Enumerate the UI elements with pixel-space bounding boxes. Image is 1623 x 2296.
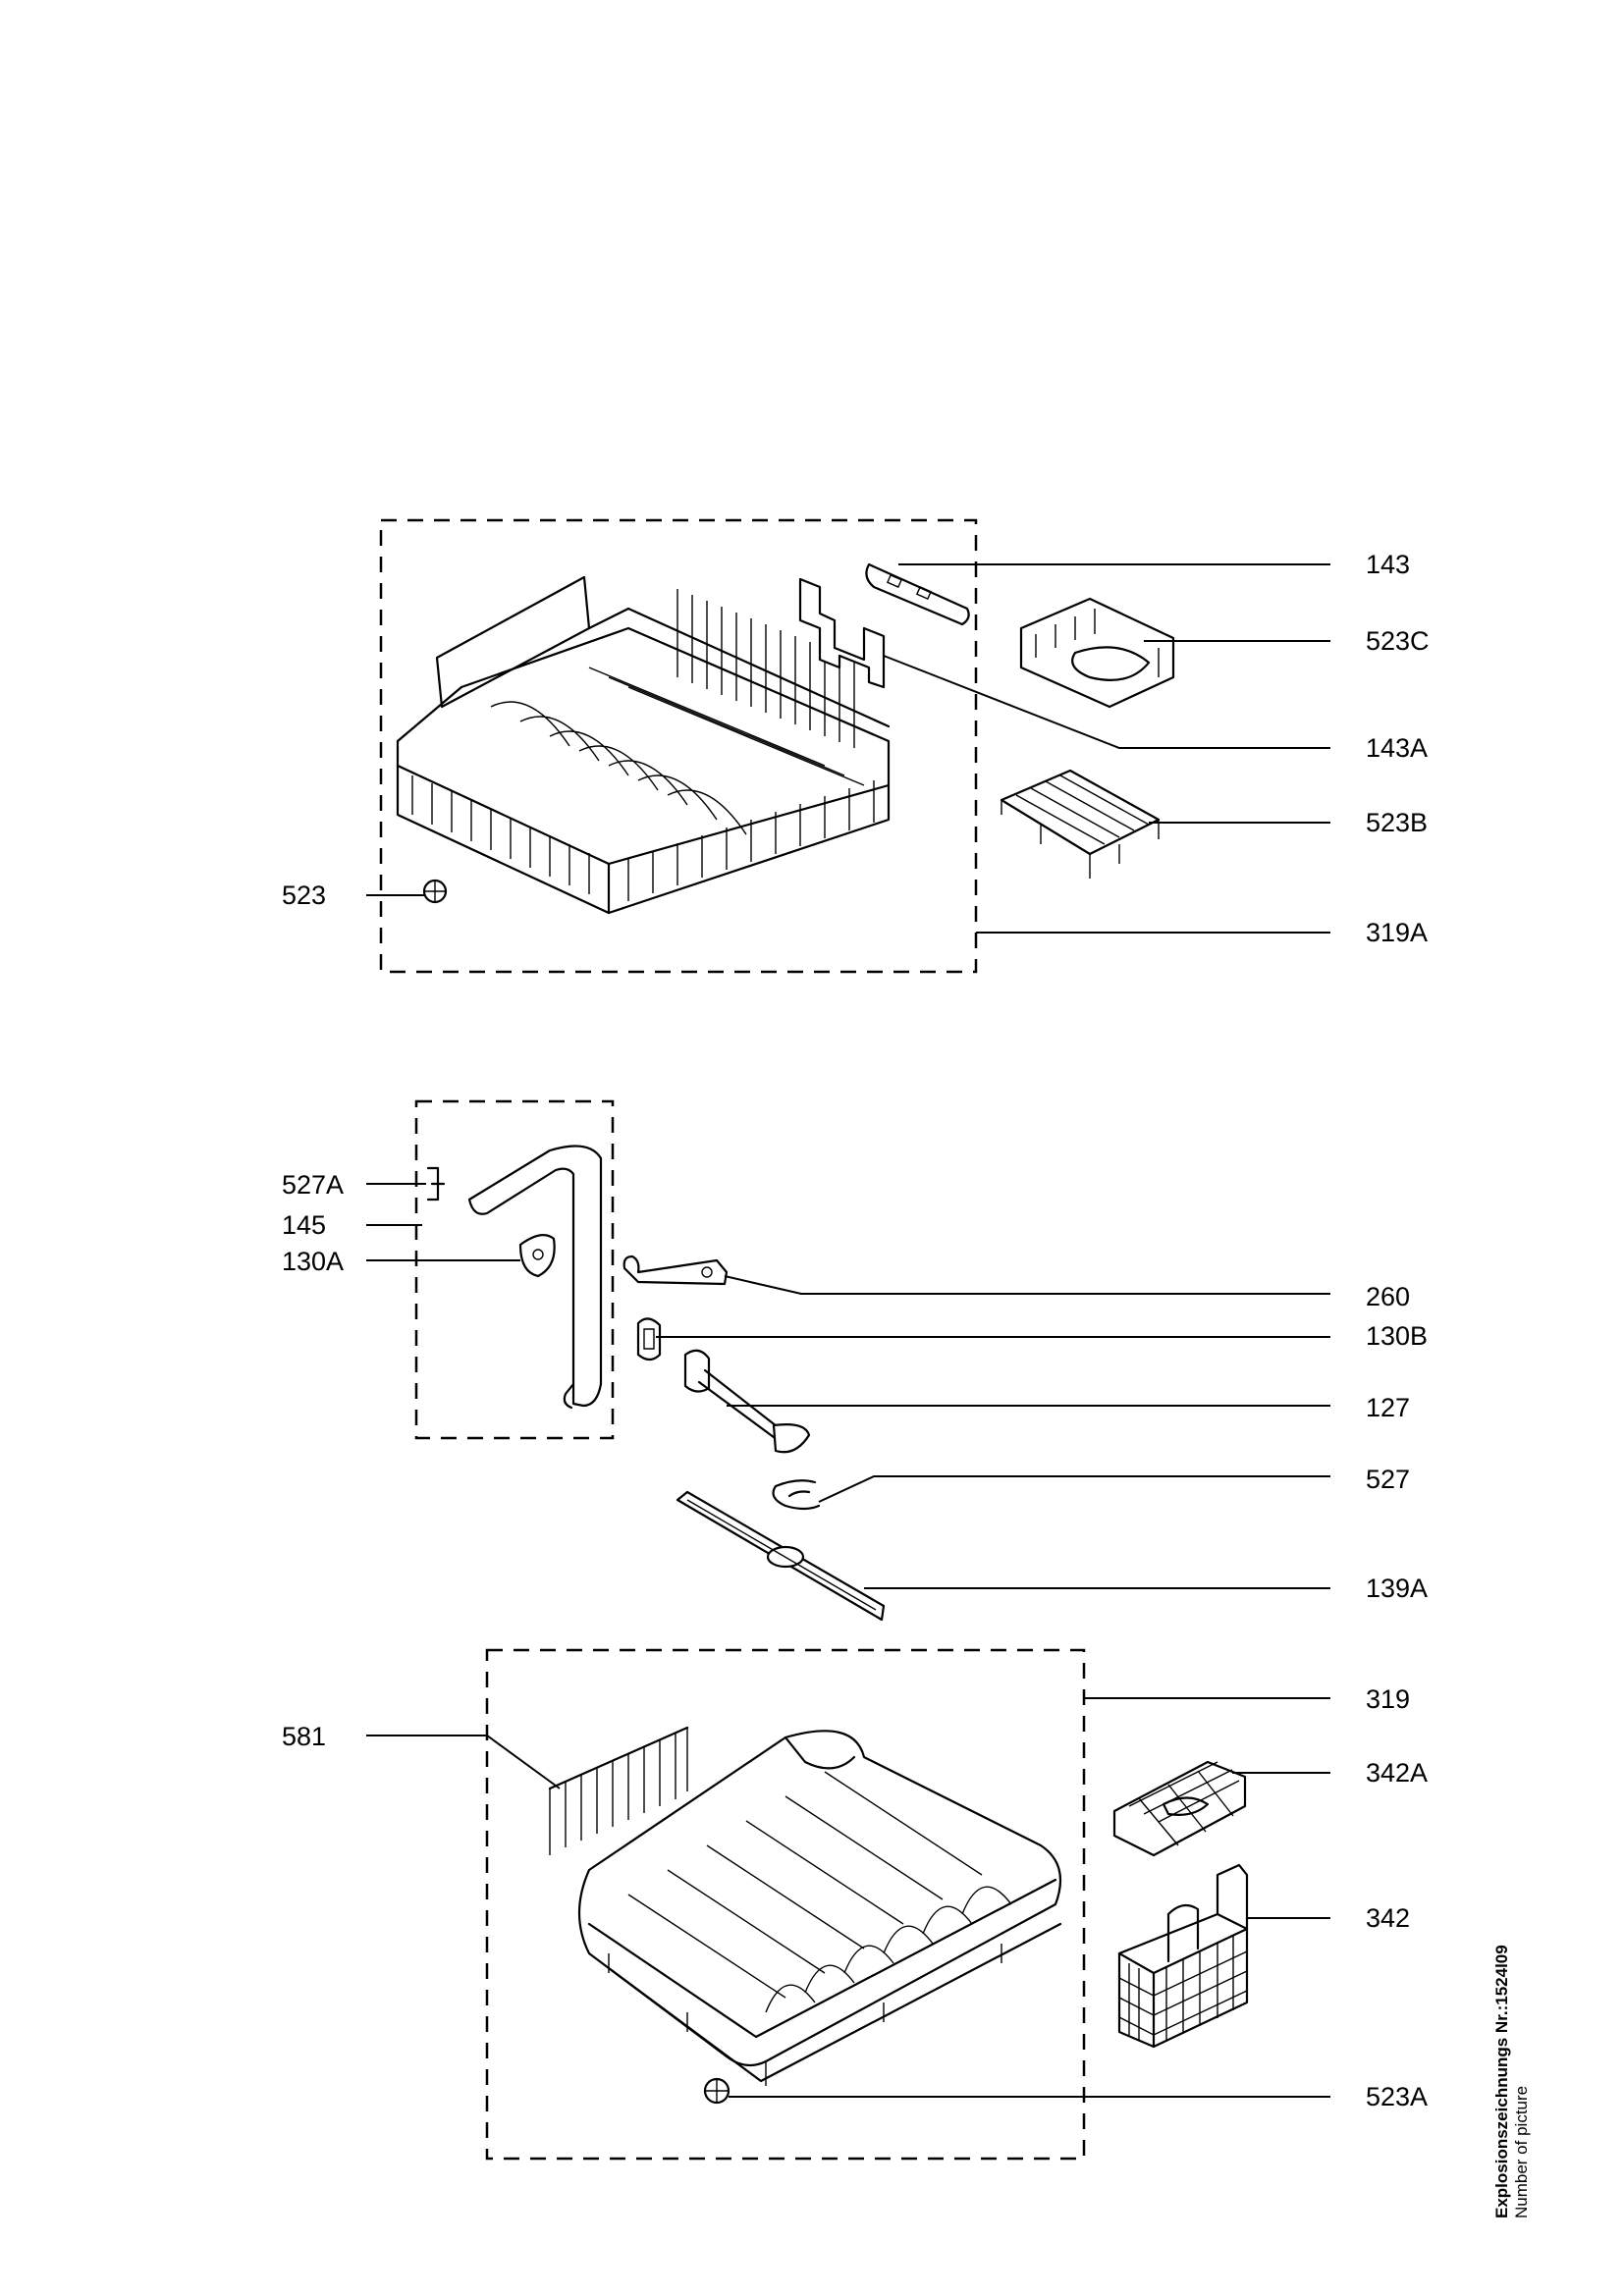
part-127-drawing (683, 1349, 811, 1454)
part-527-drawing (772, 1479, 821, 1511)
part-523-drawing (422, 879, 448, 904)
callout-319: 319 (1366, 1684, 1410, 1714)
callout-145: 145 (282, 1210, 326, 1240)
callout-319A: 319A (1366, 918, 1428, 947)
callout-342A: 342A (1366, 1758, 1428, 1788)
lower-basket-drawing (577, 1730, 1062, 2086)
part-139A-drawing (676, 1490, 886, 1622)
leader-143A (883, 655, 1330, 749)
part-260-drawing (622, 1255, 729, 1286)
leader-260 (724, 1275, 1330, 1295)
callout-130B: 130B (1366, 1321, 1428, 1351)
picture-number-label: Explosionszeichnungs Nr.:1524l09 (1492, 1945, 1511, 2218)
lower-basket-group-frame (485, 1648, 1086, 2161)
part-143-drawing (865, 562, 970, 626)
callout-130A: 130A (282, 1247, 344, 1276)
callout-139A: 139A (1366, 1574, 1428, 1603)
part-130B-drawing (636, 1317, 662, 1362)
part-523C-drawing (1019, 597, 1175, 709)
leader-527 (818, 1475, 1330, 1503)
part-523B-drawing (1000, 769, 1161, 879)
callout-523: 523 (282, 881, 326, 910)
callout-523C: 523C (1366, 626, 1430, 656)
part-523A-drawing (703, 2077, 730, 2105)
upper-basket-drawing (396, 575, 891, 915)
part-130A-drawing (518, 1234, 556, 1278)
callout-527A: 527A (282, 1170, 344, 1200)
callout-523A: 523A (1366, 2082, 1428, 2111)
callout-342: 342 (1366, 1903, 1410, 1933)
picture-number-subtitle: Number of picture (1512, 2085, 1531, 2218)
callout-143A: 143A (1366, 733, 1428, 763)
part-342A-drawing (1112, 1760, 1247, 1857)
callout-527: 527 (1366, 1465, 1410, 1494)
part-145-drawing (467, 1145, 603, 1410)
picture-number-caption: Explosionszeichnungs Nr.:1524l09 Number … (1492, 1895, 1532, 2218)
part-143A-drawing (798, 577, 886, 689)
callout-260: 260 (1366, 1282, 1410, 1311)
callout-523B: 523B (1366, 808, 1428, 837)
upper-basket-group-frame (379, 518, 978, 974)
part-581-drawing (548, 1726, 689, 1855)
leader-581 (366, 1735, 561, 1789)
callout-127: 127 (1366, 1393, 1410, 1422)
part-527A-drawing (426, 1166, 446, 1201)
callout-581: 581 (282, 1722, 326, 1751)
part-342-drawing (1117, 1863, 1249, 2049)
callout-143: 143 (1366, 550, 1410, 579)
